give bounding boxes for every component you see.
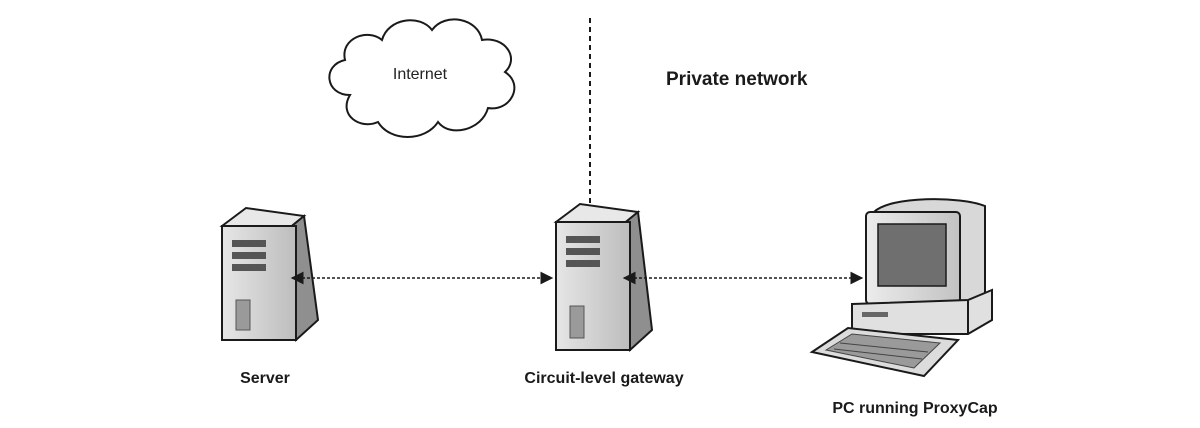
pc-icon [809,198,993,378]
internet-cloud-icon [328,18,516,138]
pc-label: PC running ProxyCap [832,400,998,417]
server-icon [219,206,320,343]
internet-label: Internet [392,66,448,83]
gateway-icon [553,202,654,353]
private-network-label: Private network [666,69,808,90]
server-label: Server [240,370,290,387]
gateway-label: Circuit-level gateway [524,370,684,387]
